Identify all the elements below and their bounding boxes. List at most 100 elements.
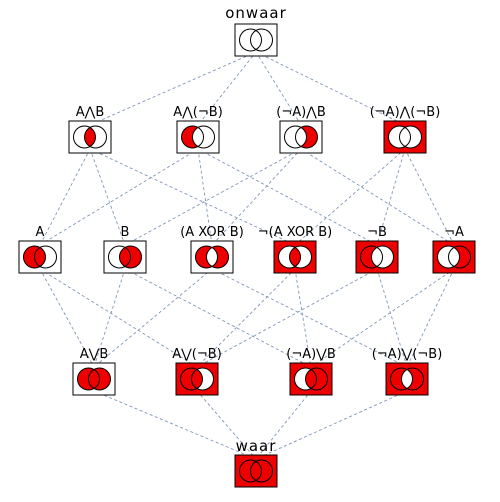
node-label-nAornB: (¬A)⋁(¬B): [372, 347, 443, 362]
circle-a-outline-nAxorB: [278, 245, 301, 269]
intersection-region-nAandnB: [399, 126, 411, 148]
edge-nAorB-waar: [255, 390, 312, 460]
node-AorB: A⋁B: [72, 347, 116, 396]
edge-nA-nAornB: [406, 268, 455, 368]
node-label-nB: ¬B: [367, 225, 387, 240]
edge-B-nAorB: [124, 268, 312, 368]
node-nAandB: (¬A)⋀B: [276, 105, 326, 154]
edge-nAxorB-nAorB: [294, 268, 312, 368]
circle-b-outline-AandB: [84, 125, 107, 149]
intersection-region-AandB: [84, 126, 96, 148]
edge-onwaar-AandnB: [197, 51, 257, 126]
edge-A-AorB: [39, 268, 95, 368]
node-nB: ¬B: [355, 225, 399, 274]
node-label-AxorB: (A XOR B): [180, 225, 244, 240]
edge-nA-nAorB: [310, 268, 455, 368]
node-AornB: A⋁(¬B): [172, 347, 222, 396]
circle-b-outline-B: [119, 245, 142, 269]
circle-a-outline-AornB: [180, 367, 203, 391]
node-label-onwaar: onwaar: [225, 4, 287, 22]
node-label-nAxorB: ¬(A XOR B): [258, 225, 332, 240]
node-nAxorB: ¬(A XOR B): [258, 225, 332, 274]
circle-a-outline-nB: [360, 245, 383, 269]
circle-b-outline-AandnB: [192, 125, 215, 149]
edge-onwaar-nAandnB: [255, 51, 406, 126]
circle-a-outline-nAandnB: [388, 125, 411, 149]
node-onwaar: onwaar: [225, 4, 287, 57]
edge-nAxorB-AornB: [196, 268, 296, 368]
node-label-waar: waar: [236, 437, 277, 455]
edge-nAandB-B: [124, 148, 302, 246]
circle-a-outline-AorB: [77, 367, 100, 391]
edge-onwaar-AandB: [89, 51, 257, 126]
intersection-region-nAandB: [295, 126, 307, 148]
circle-a-outline-AxorB: [195, 245, 218, 269]
node-nA: ¬A: [432, 225, 476, 274]
circle-b-outline-nAandnB: [399, 125, 422, 149]
circle-b-outline-nB: [371, 245, 394, 269]
node-label-AornB: A⋁(¬B): [172, 347, 222, 362]
circle-a-outline-nA: [437, 245, 460, 269]
edge-AorB-waar: [93, 390, 257, 460]
edge-nB-nAornB: [376, 268, 408, 368]
circle-b-outline-nAandB: [295, 125, 318, 149]
node-label-AorB: A⋁B: [80, 347, 108, 362]
edge-AandB-nAxorB: [89, 148, 296, 246]
circle-a-outline-A: [23, 245, 46, 269]
circle-a-outline-onwaar: [239, 28, 262, 52]
intersection-region-nAornB: [401, 368, 413, 390]
intersection-region-AorB: [88, 368, 100, 390]
node-B: B: [103, 225, 147, 274]
intersection-region-nAorB: [305, 368, 317, 390]
circle-a-outline-AandnB: [181, 125, 204, 149]
node-label-nAandB: (¬A)⋀B: [276, 105, 326, 120]
circle-b-outline-nA: [448, 245, 471, 269]
node-label-nAorB: (¬A)⋁B: [286, 347, 336, 362]
edge-nAandnB-nAxorB: [294, 148, 406, 246]
intersection-region-A: [34, 246, 46, 268]
node-label-B: B: [121, 225, 130, 240]
circle-b-outline-onwaar: [250, 28, 273, 52]
edge-nAandB-nA: [300, 148, 455, 246]
node-AandnB: A⋀(¬B): [173, 105, 223, 154]
circle-a-outline-nAornB: [390, 367, 413, 391]
edge-AandB-B: [89, 148, 126, 246]
edge-AandnB-A: [39, 148, 199, 246]
circle-b-outline-AxorB: [206, 245, 229, 269]
intersection-region-AornB: [191, 368, 203, 390]
edge-B-AorB: [93, 268, 126, 368]
circle-a-outline-AandB: [73, 125, 96, 149]
edge-layer: [39, 51, 455, 460]
edge-nAandnB-nA: [404, 148, 455, 246]
node-AandB: A⋀B: [68, 105, 112, 154]
circle-b-outline-A: [34, 245, 57, 269]
circle-b-outline-nAorB: [305, 367, 328, 391]
node-nAornB: (¬A)⋁(¬B): [372, 347, 443, 396]
intersection-region-AxorB: [206, 246, 218, 268]
circle-b-outline-nAornB: [401, 367, 424, 391]
edge-AxorB-AorB: [93, 268, 213, 368]
edge-A-AornB: [39, 268, 198, 368]
node-label-AandnB: A⋀(¬B): [173, 105, 223, 120]
node-AxorB: (A XOR B): [180, 225, 244, 274]
edge-nB-AornB: [196, 268, 378, 368]
edge-nAandnB-nB: [376, 148, 406, 246]
intersection-region-onwaar: [250, 29, 262, 51]
node-A: A: [18, 225, 62, 274]
circle-b-outline-AornB: [191, 367, 214, 391]
circle-b-outline-waar: [250, 459, 273, 483]
intersection-region-nB: [371, 246, 383, 268]
intersection-region-nA: [448, 246, 460, 268]
circle-b-outline-nAxorB: [289, 245, 312, 269]
intersection-region-nAxorB: [289, 246, 301, 268]
node-label-nAandnB: (¬A)⋀(¬B): [370, 105, 441, 120]
circle-a-outline-nAorB: [294, 367, 317, 391]
circle-a-outline-waar: [239, 459, 262, 483]
edge-AandnB-nB: [197, 148, 378, 246]
circle-a-outline-B: [108, 245, 131, 269]
node-label-nA: ¬A: [444, 225, 464, 240]
node-label-A: A: [36, 225, 45, 240]
intersection-region-AandnB: [192, 126, 204, 148]
